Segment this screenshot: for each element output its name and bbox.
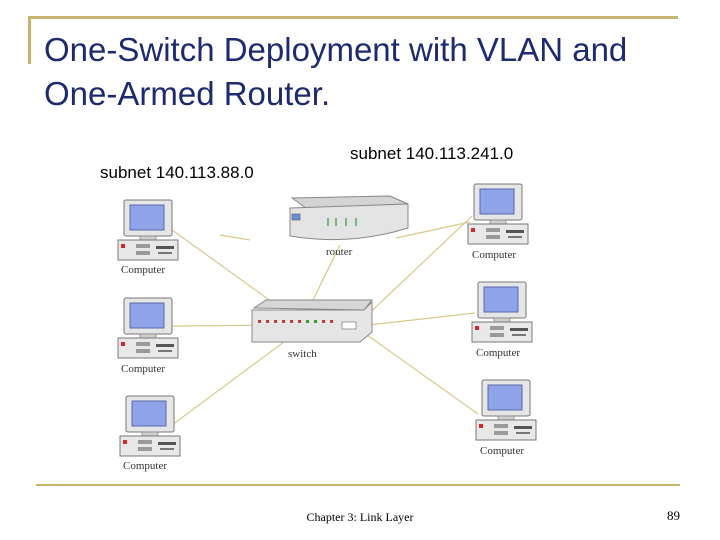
subnet-right-label: subnet 140.113.241.0 [350,144,514,163]
computer-right-middle: Computer [471,281,533,359]
computer-label: Computer [480,445,524,457]
cable-right-bottom [359,329,479,415]
switch-label: switch [288,348,317,360]
cable-switch-router [311,244,341,303]
computer-label: Computer [476,347,520,359]
slide-title: One-Switch Deployment with VLAN and One-… [44,31,628,112]
slide-frame-top [28,16,678,19]
computer-label: Computer [121,363,165,375]
switch-led-ports [258,320,333,323]
computer-label: Computer [123,460,167,472]
computer-right-top: Computer [467,183,529,261]
computer-right-bottom: Computer [475,379,537,457]
router-led-ports [327,218,357,226]
computer-left-middle: Computer [117,297,179,375]
computer-left-top: Computer [117,199,179,276]
cable-left-bottom [171,329,301,426]
slide-frame-bottom [36,484,680,486]
subnet-left-label: subnet 140.113.88.0 [100,163,254,182]
switch-device [251,299,374,343]
computer-label: Computer [121,264,165,276]
cable-router-right [395,221,471,239]
slide-frame-left [28,16,31,64]
slide-footer: Chapter 3: Link Layer [306,510,414,524]
computer-label: Computer [472,249,516,261]
page-number: 89 [667,508,680,523]
computer-left-bottom: Computer [119,395,181,472]
cable-right-top [359,215,473,323]
cable-router-left [219,234,251,241]
cable-right-middle [359,312,476,327]
router-label: router [326,246,353,258]
router-device [289,195,409,241]
